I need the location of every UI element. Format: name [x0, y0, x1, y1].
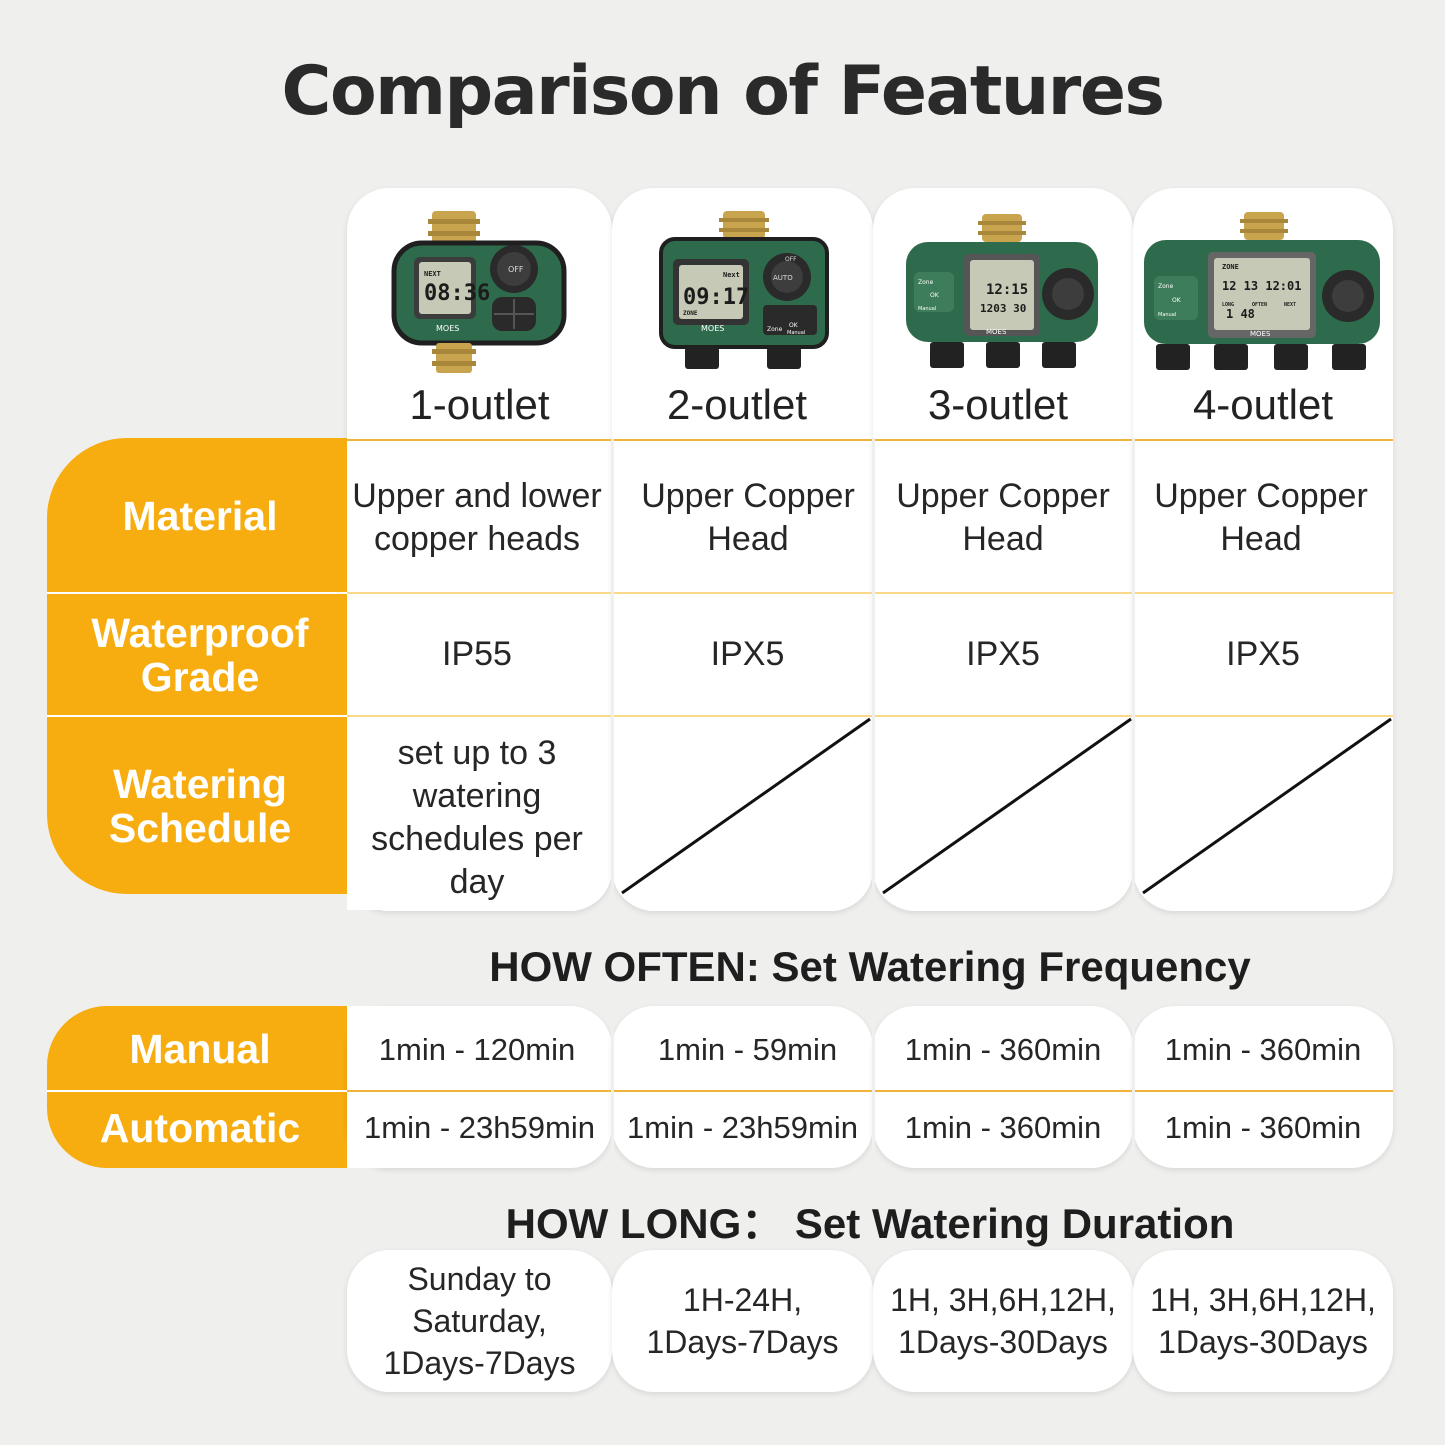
not-applicable-slash	[1142, 717, 1392, 895]
row-divider	[347, 439, 1393, 441]
product-image-1-outlet: 08:36 NEXT OFF MOES	[391, 211, 567, 373]
column-gap	[611, 438, 614, 910]
frequency-card-3	[873, 1006, 1133, 1168]
svg-text:NEXT: NEXT	[1284, 302, 1296, 308]
svg-text:1203 30: 1203 30	[980, 302, 1026, 315]
svg-text:1 48: 1 48	[1226, 307, 1255, 321]
row-label-automatic: Automatic	[99, 1105, 301, 1151]
svg-text:Zone: Zone	[918, 279, 934, 286]
svg-text:MOES: MOES	[701, 324, 724, 333]
material-cell-4: Upper Copper Head	[1154, 476, 1368, 558]
svg-text:OK: OK	[789, 322, 799, 329]
frequency-card-4	[1133, 1006, 1393, 1168]
svg-text:OK: OK	[930, 292, 940, 299]
svg-text:OK: OK	[1172, 297, 1182, 304]
material-cell-3: Upper Copper Head	[896, 476, 1110, 558]
svg-text:OFF: OFF	[785, 256, 797, 263]
product-name-4: 4-outlet	[1192, 381, 1334, 428]
brand-logo: MOES	[436, 324, 459, 333]
svg-text:Zone: Zone	[1158, 283, 1174, 290]
frequency-card-2	[612, 1006, 873, 1168]
label-divider	[47, 715, 347, 717]
svg-text:Manual: Manual	[787, 330, 805, 336]
product-image-2-outlet: 09:17 Next ZONE AUTO OFF Zone OK Manual …	[659, 211, 829, 369]
manual-cell-4: 1min - 360min	[1164, 1032, 1362, 1067]
feature-label-panel	[47, 438, 387, 894]
duration-cell-4: 1H, 3H,6H,12H, 1Days-30Days	[1133, 1250, 1393, 1392]
frequency-cutout	[347, 1006, 387, 1168]
manual-cell-3: 1min - 360min	[904, 1032, 1102, 1067]
schedule-cell-1: set up to 3 watering schedules per day	[371, 733, 583, 901]
svg-text:MOES: MOES	[1250, 330, 1271, 338]
svg-text:ZONE: ZONE	[1222, 263, 1239, 271]
manual-cell-1: 1min - 120min	[378, 1032, 576, 1067]
svg-text:LONG: LONG	[1222, 302, 1234, 308]
svg-text:Next: Next	[723, 271, 740, 279]
svg-text:ZONE: ZONE	[683, 310, 698, 317]
product-name-3: 3-outlet	[927, 381, 1069, 428]
svg-text:MOES: MOES	[986, 328, 1007, 336]
svg-text:12:15: 12:15	[986, 282, 1028, 298]
row-divider	[47, 592, 1393, 594]
frequency-card-1	[347, 1006, 612, 1168]
section-heading-duration: HOW LONG： Set Watering Duration	[505, 1200, 1235, 1247]
svg-text:OFTEN: OFTEN	[1252, 302, 1267, 308]
duration-cell-2: 1H-24H, 1Days-7Days	[612, 1250, 873, 1392]
row-divider	[47, 715, 1393, 717]
svg-text:09:17: 09:17	[683, 285, 749, 310]
row-label-schedule: Watering Schedule	[108, 760, 292, 851]
column-gap	[611, 1006, 614, 1168]
svg-text:NEXT: NEXT	[424, 270, 441, 278]
feature-label-cutout	[347, 438, 387, 910]
automatic-cell-1: 1min - 23h59min	[364, 1110, 595, 1145]
row-label-manual: Manual	[129, 1026, 271, 1072]
svg-text:AUTO: AUTO	[773, 274, 793, 282]
duration-cell-3: 1H, 3H,6H,12H, 1Days-30Days	[873, 1250, 1133, 1392]
product-image-3-outlet: 12:15 1203 30 Zone OK Manual MOES	[906, 214, 1098, 368]
waterproof-cell-4: IPX5	[1226, 635, 1300, 673]
label-divider	[47, 592, 347, 594]
product-name-1: 1-outlet	[409, 381, 550, 428]
column-gap	[1132, 438, 1135, 910]
lcd-time-readout: 08:36	[424, 281, 490, 306]
section-heading-frequency: HOW OFTEN: Set Watering Frequency	[489, 943, 1251, 990]
row-label-waterproof: Waterproof Grade	[91, 609, 309, 700]
manual-cell-2: 1min - 59min	[657, 1032, 838, 1067]
svg-text:12 13 12:01: 12 13 12:01	[1222, 279, 1301, 293]
svg-text:Manual: Manual	[1158, 312, 1176, 318]
waterproof-cell-1: IP55	[442, 635, 512, 673]
row-label-material: Material	[122, 493, 278, 539]
material-cell-1: Upper and lower copper heads	[352, 476, 602, 558]
material-cell-2: Upper Copper Head	[641, 476, 855, 558]
product-image-4-outlet: ZONE 12 13 12:01 1 48 LONG OFTEN NEXT Zo…	[1144, 212, 1380, 370]
waterproof-cell-3: IPX5	[966, 635, 1040, 673]
automatic-cell-2: 1min - 23h59min	[627, 1110, 858, 1145]
column-gap	[872, 1006, 875, 1168]
automatic-cell-3: 1min - 360min	[904, 1110, 1102, 1145]
not-applicable-slash	[621, 717, 871, 895]
column-gap	[872, 438, 875, 910]
duration-cell-1: Sunday to Saturday, 1Days-7Days	[347, 1250, 612, 1392]
not-applicable-slash	[882, 717, 1132, 895]
product-name-2: 2-outlet	[666, 381, 808, 428]
page-title: Comparison of Features	[281, 52, 1165, 131]
label-divider	[47, 1090, 347, 1092]
svg-text:Manual: Manual	[918, 306, 936, 312]
waterproof-cell-2: IPX5	[710, 635, 785, 673]
column-gap	[1132, 1006, 1135, 1168]
automatic-cell-4: 1min - 360min	[1164, 1110, 1362, 1145]
svg-text:OFF: OFF	[508, 265, 524, 274]
svg-text:Zone: Zone	[767, 326, 783, 333]
row-divider	[347, 1090, 1393, 1092]
